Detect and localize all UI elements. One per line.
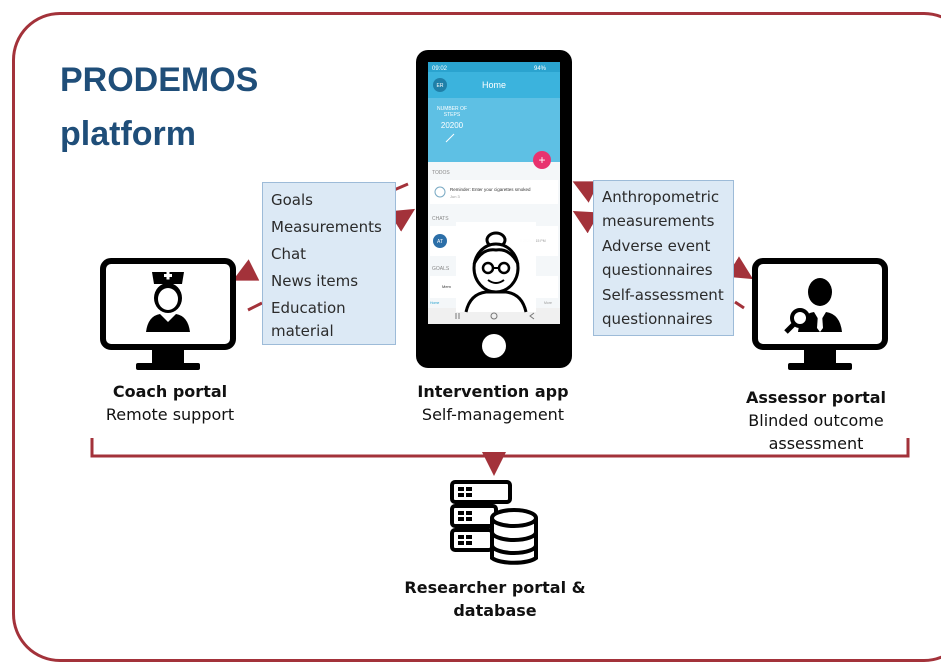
database-server-icon bbox=[450, 480, 538, 565]
researcher-title-line2: database bbox=[453, 601, 537, 620]
line-phone-left-1 bbox=[393, 182, 409, 192]
coach-feature-goals: Goals bbox=[271, 191, 313, 209]
svg-text:More: More bbox=[544, 301, 552, 305]
assessor-title: Assessor portal bbox=[745, 388, 887, 407]
svg-text:CHATS: CHATS bbox=[432, 216, 449, 222]
coach-feature-news: News items bbox=[271, 272, 359, 290]
steps-panel bbox=[428, 98, 560, 162]
coach-monitor-icon bbox=[100, 258, 236, 370]
assessor-subtitle-line2: assessment bbox=[768, 434, 864, 453]
coach-caption: Coach portal Remote support bbox=[80, 380, 260, 426]
app-header bbox=[428, 72, 560, 98]
coach-feature-measurements: Measurements bbox=[271, 218, 382, 236]
phone-status-time: 09:02 bbox=[432, 66, 448, 72]
coach-feature-material: material bbox=[271, 322, 334, 340]
assessor-subtitle-line1: Blinded outcome bbox=[748, 411, 884, 430]
svg-text:NUMBER OF: NUMBER OF bbox=[437, 106, 467, 112]
svg-text:GOALS: GOALS bbox=[432, 266, 450, 272]
svg-text:STEPS: STEPS bbox=[444, 112, 461, 118]
svg-text:Mem: Mem bbox=[442, 284, 452, 289]
connectors bbox=[90, 181, 910, 476]
steps-value: 20200 bbox=[441, 121, 464, 130]
phone-status-battery: 94% bbox=[534, 66, 547, 72]
researcher-caption: Researcher portal & database bbox=[390, 576, 600, 622]
app-avatar bbox=[433, 78, 447, 92]
assessor-feature-self-q: questionnaires bbox=[602, 310, 713, 328]
assessor-feature-self: Self-assessment bbox=[602, 286, 724, 304]
svg-text:Home: Home bbox=[430, 301, 439, 305]
arrow-phone-right-2 bbox=[572, 211, 600, 234]
phone-icon: 09:02 94% ER Home NUMBER OF STEPS 20200 … bbox=[416, 50, 572, 368]
arrow-phone-left-2 bbox=[388, 208, 416, 232]
platform-title-line1: PRODEMOS bbox=[60, 61, 259, 99]
researcher-title-line1: Researcher portal & bbox=[404, 578, 586, 597]
assessor-monitor-icon bbox=[752, 258, 888, 370]
assessor-caption: Assessor portal Blinded outcome assessme… bbox=[726, 386, 906, 455]
app-title: Intervention app bbox=[417, 382, 569, 401]
diagram-canvas: PRODEMOS platform bbox=[12, 12, 941, 662]
app-subtitle: Self-management bbox=[421, 405, 565, 424]
line-assessor-out bbox=[734, 300, 745, 310]
assessor-feature-measurements: measurements bbox=[602, 212, 715, 230]
svg-text:AT: AT bbox=[437, 239, 443, 245]
coach-subtitle: Remote support bbox=[105, 405, 235, 424]
app-caption: Intervention app Self-management bbox=[398, 380, 588, 426]
arrow-coach-in bbox=[232, 259, 260, 281]
svg-text:Jun 3: Jun 3 bbox=[450, 194, 461, 199]
fab-add-button[interactable] bbox=[533, 151, 551, 169]
assessor-feature-adverse: Adverse event bbox=[602, 237, 711, 255]
line-coach-out bbox=[247, 301, 263, 312]
coach-feature-chat: Chat bbox=[271, 245, 307, 263]
todo-card[interactable] bbox=[430, 180, 558, 204]
coach-title: Coach portal bbox=[112, 382, 228, 401]
svg-text:ER: ER bbox=[437, 83, 444, 89]
svg-text:TODOS: TODOS bbox=[432, 170, 450, 176]
coach-features-box: Goals Measurements Chat News items Educa… bbox=[262, 182, 396, 345]
coach-feature-education: Education bbox=[271, 299, 346, 317]
arrow-phone-right-1 bbox=[572, 181, 600, 203]
svg-text:Reminder: Enter your cigarette: Reminder: Enter your cigarettes smoked bbox=[450, 187, 531, 192]
phone-home-button bbox=[482, 334, 506, 358]
assessor-feature-anthropometric: Anthropometric bbox=[602, 188, 720, 206]
assessor-feature-adverse-q: questionnaires bbox=[602, 261, 713, 279]
app-header-title: Home bbox=[482, 80, 506, 90]
arrow-assessor-in bbox=[726, 256, 754, 280]
assessor-features-box: Anthropometric measurements Adverse even… bbox=[593, 180, 734, 336]
svg-text:+: + bbox=[538, 153, 545, 167]
platform-title-line2: platform bbox=[60, 115, 196, 153]
